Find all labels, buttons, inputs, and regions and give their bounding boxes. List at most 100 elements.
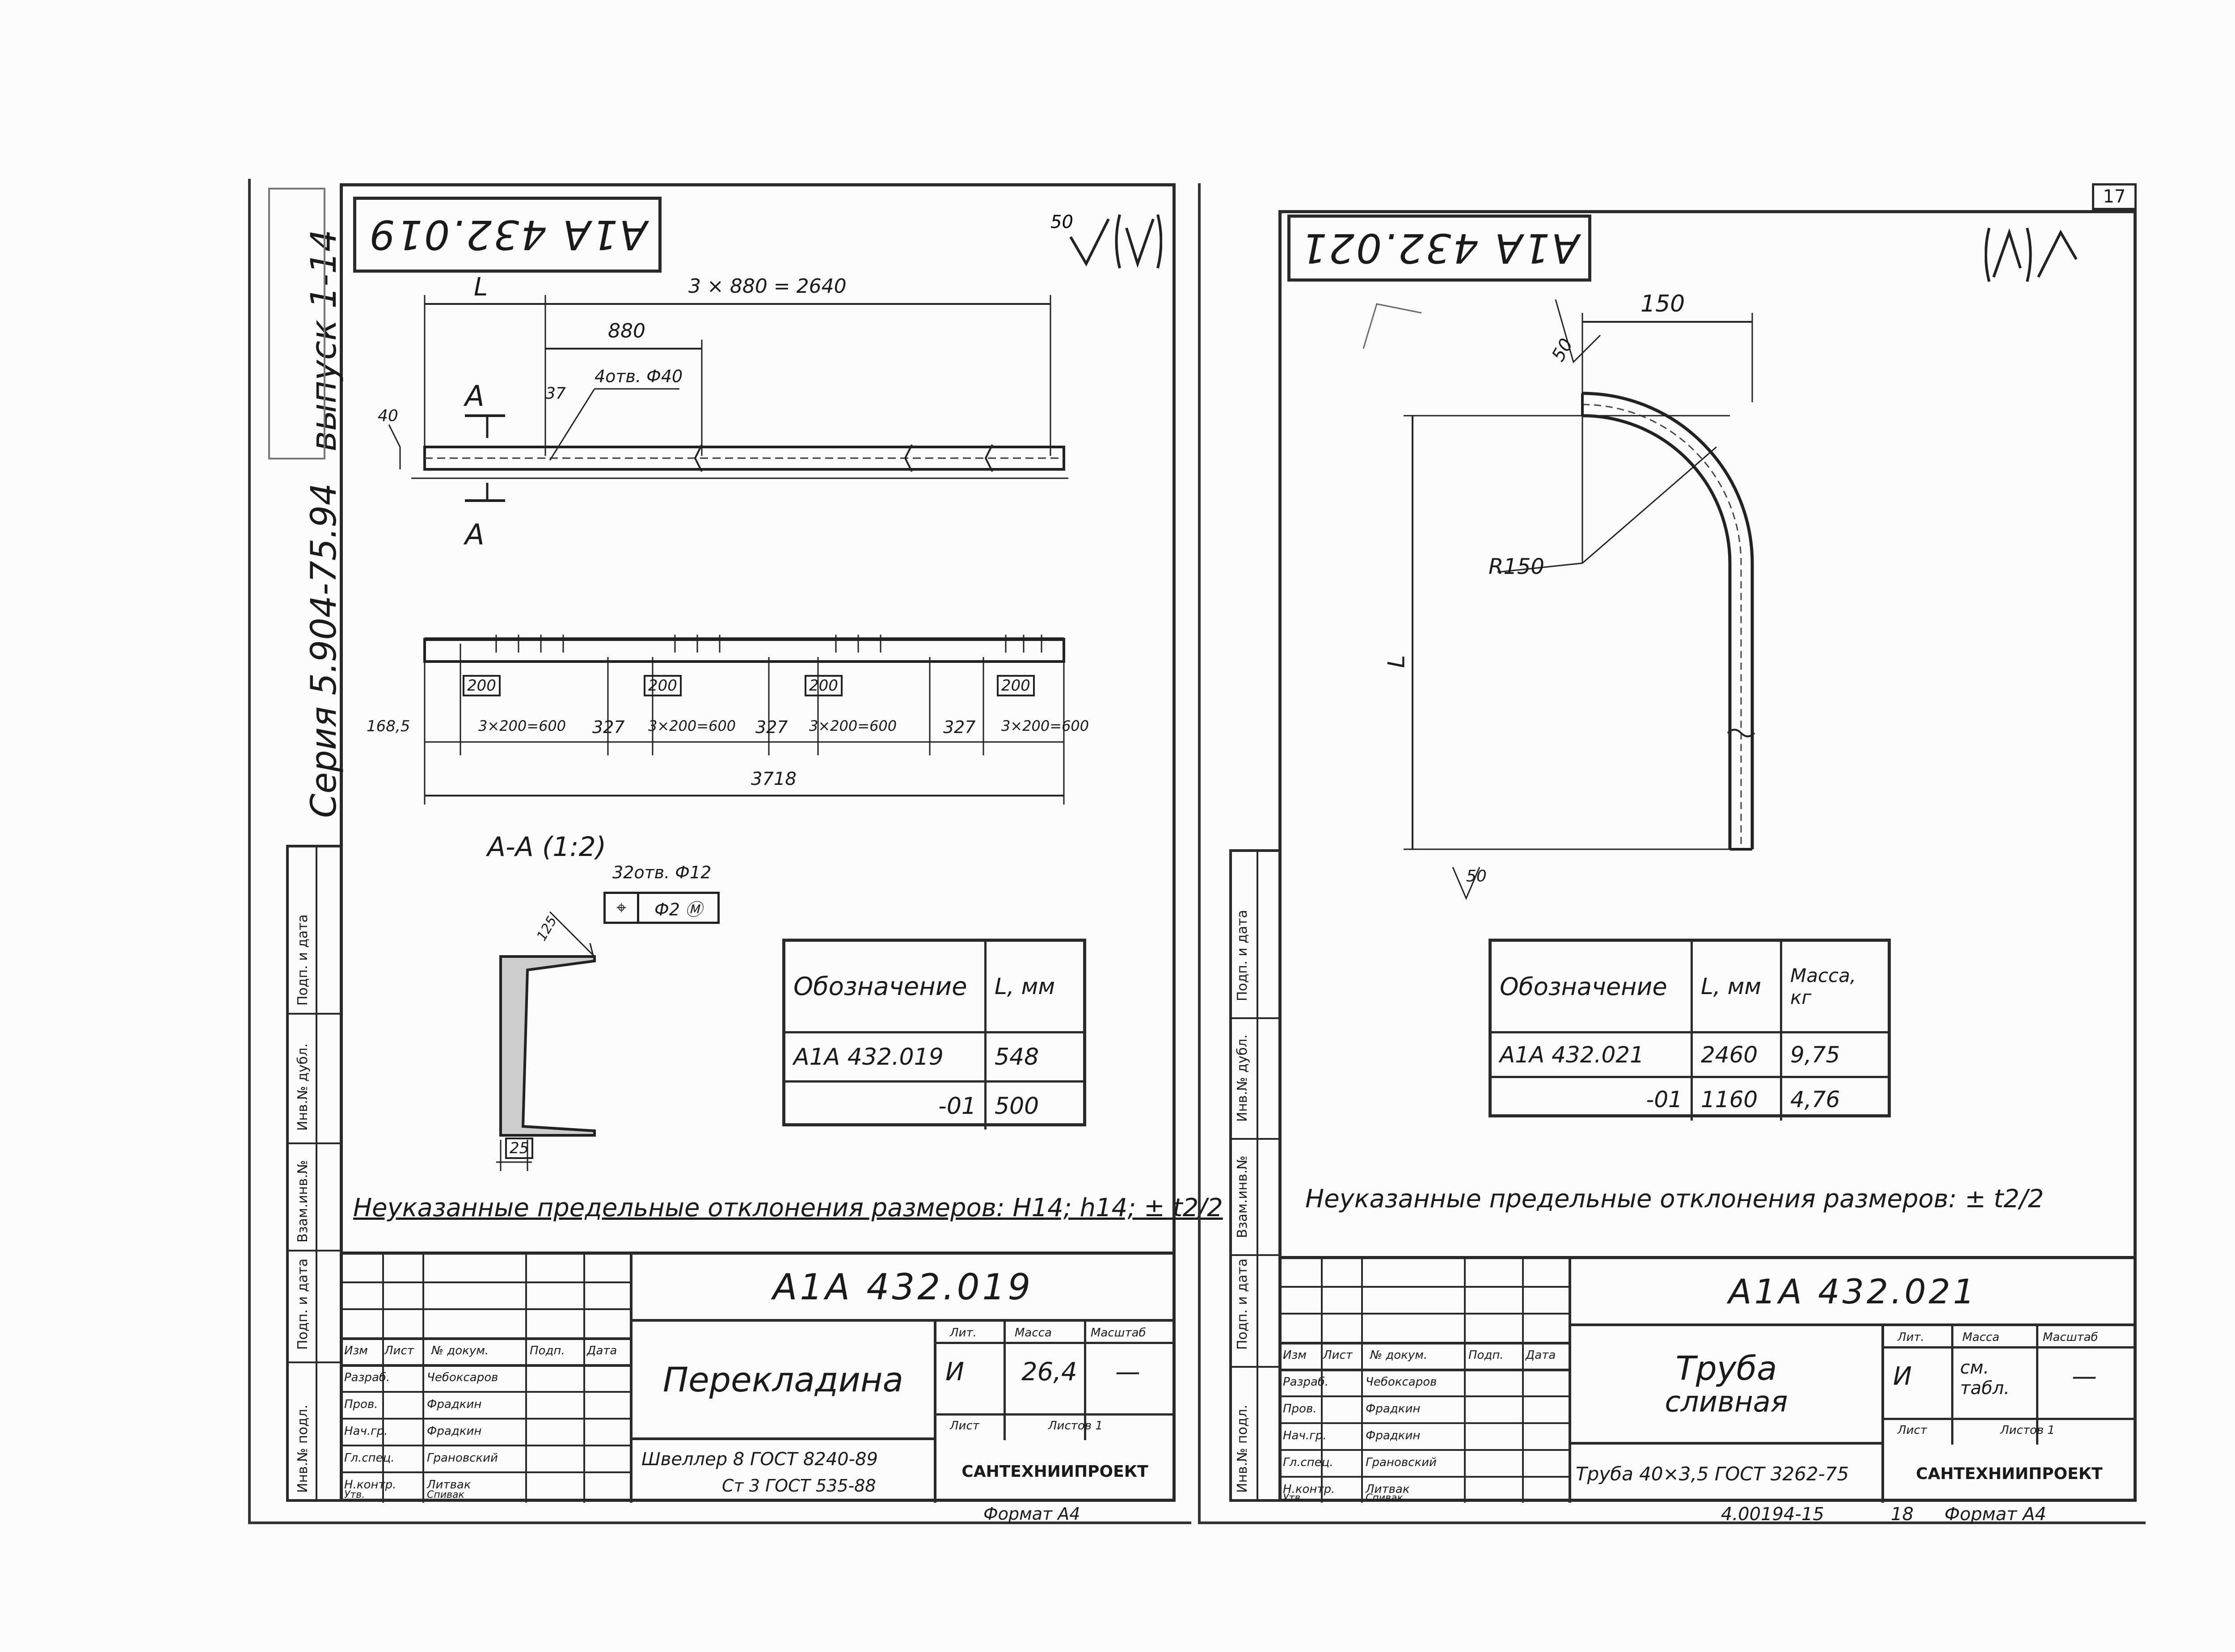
roughness-value: 50 [1050,212,1073,232]
scale-label: Масштаб [1091,1326,1146,1340]
left-code-text: А1А 432.019 [367,211,647,258]
left-drawing-frame [340,183,1176,1502]
table-cell: 2460 [1693,1033,1782,1076]
right-stamp-designation: А1А 432.021 [1728,1271,1978,1311]
left-stamp-designation: А1А 432.019 [772,1266,1033,1308]
stamp-col-list: Лист [384,1344,414,1357]
table-cell: 4,76 [1790,1086,1840,1113]
side-label-5: Инв.№ подл. [1235,1404,1250,1493]
roughness-symbol-right [1985,228,2078,282]
mass-label: Масса [1962,1331,1999,1344]
lit-label: Лит. [1898,1331,1924,1344]
table-cell: 548 [995,1043,1039,1070]
dim-150: 150 [1640,291,1685,317]
page-number: 17 [2103,186,2126,207]
dim-seg-3: 3×200=600 [809,717,897,734]
sheets-label: Листов 1 [1048,1419,1103,1433]
left-code-box: А1А 432.019 [353,197,662,273]
channel-section [496,911,596,1171]
stamp-role: Гл.спец. [344,1451,395,1465]
table-cell: -01 [785,1083,987,1129]
stamp-col-izm: Изм [344,1344,368,1357]
dim-3x880: 3 × 880 = 2640 [688,275,847,298]
table-row: -01 500 [785,1083,1083,1129]
lit-label: Лит. [950,1326,977,1340]
left-spec-table: Обозначение L, мм А1А 432.019 548 -01 50… [782,939,1086,1129]
scale-value: — [2072,1362,2097,1391]
right-format-label: Формат А4 [1944,1504,2046,1525]
material-line-2: Ст 3 ГОСТ 535-88 [722,1476,876,1496]
side-label-5: Инв.№ подл. [295,1404,311,1493]
series-label: Серия 5.904-75.94 [304,483,344,818]
stamp-role: Н.контр. [344,1478,396,1492]
archive-stamp [268,188,325,459]
right-tolerance-note: Неуказанные предельные отклонения размер… [1305,1184,2044,1214]
stamp-name: Чебоксаров [427,1371,498,1384]
left-side-column [286,845,340,1502]
stamp-role: Гл.спец. [1283,1456,1333,1469]
mass-label: Масса [1015,1326,1052,1340]
table-row: А1А 432.021 2460 9,75 [1492,1033,1888,1078]
dim-327-3: 327 [943,717,976,737]
dim-37: 37 [545,384,566,403]
stamp-name: Фрадкин [427,1398,482,1411]
stamp-name: Литвак [1366,1483,1410,1496]
left-title-block: Изм Лист № докум. Подп. Дата Разраб. Про… [342,1252,1173,1503]
roughness-50-bottom: 50 [1466,867,1487,885]
stamp-name: Фрадкин [427,1424,482,1438]
footer-page: 18 [1891,1504,1914,1525]
right-code-text: А1А 432.021 [1299,224,1579,272]
table-header-length: L, мм [995,974,1055,999]
stamp-name: Грановский [427,1451,498,1465]
side-label-2: Инв.№ дубл. [1235,1034,1250,1122]
left-org-name: САНТЕХНИИПРОЕКТ [961,1462,1148,1481]
dim-seg-1: 3×200=600 [478,717,566,734]
stamp-role: Разраб. [344,1371,390,1384]
boxed-200-2: 200 [644,675,682,696]
stamp-col-doc: № докум. [1370,1349,1428,1362]
boxed-200-4: 200 [997,675,1035,696]
footer-code: 4.00194-15 [1721,1504,1824,1525]
stamp-name: Фрадкин [1366,1429,1421,1442]
stamp-name: Спивак [1366,1492,1403,1504]
dim-seg-2: 3×200=600 [648,717,736,734]
table-cell: А1А 432.021 [1492,1033,1693,1076]
sheet-label: Лист [950,1419,979,1433]
sheets-label: Листов 1 [2000,1424,2055,1437]
scale-label: Масштаб [2043,1331,2098,1344]
stamp-role: Утв. [344,1489,365,1500]
side-label-3: Взам.инв.№ [1235,1155,1250,1238]
sheet-label: Лист [1898,1424,1927,1437]
boxed-200-3: 200 [805,675,843,696]
stamp-role: Пров. [344,1398,378,1411]
mass-value: 26,4 [1021,1357,1077,1386]
right-stamp-part-name-1: Труба [1675,1349,1777,1388]
stamp-name: Литвак [427,1478,471,1492]
stamp-col-izm: Изм [1283,1349,1307,1362]
stamp-role: Пров. [1283,1402,1317,1416]
stamp-role: Утв. [1283,1492,1304,1504]
section-title: А-А (1:2) [487,831,607,863]
boxed-200-1: 200 [463,675,501,696]
right-sheet-edge [1198,183,2146,1524]
side-label-4: Подп. и дата [1235,1258,1250,1350]
side-label-2: Инв.№ дубл. [295,1043,311,1131]
right-drawing-frame [1278,210,2137,1502]
table-header-length: L, мм [1693,942,1782,1031]
dim-l-right: L [1383,655,1410,668]
stamp-role: Разраб. [1283,1375,1329,1389]
right-org-name: САНТЕХНИИПРОЕКТ [1916,1464,2103,1483]
table-cell: 1160 [1693,1078,1782,1121]
side-label-1: Подп. и дата [295,914,311,1006]
roughness-symbol-left: 50 [1050,212,1162,269]
material-line-1: Швеллер 8 ГОСТ 8240-89 [641,1449,878,1470]
dim-880: 880 [608,320,645,342]
section-holes: 32отв. Ф12 [612,863,712,882]
right-material: Труба 40×3,5 ГОСТ 3262-75 [1576,1462,1849,1485]
table-cell: 500 [995,1092,1039,1120]
stamp-name: Спивак [427,1489,464,1500]
dim-327-2: 327 [755,717,788,737]
left-format-label: Формат А4 [983,1504,1080,1524]
stamp-col-sign: Подп. [530,1344,565,1357]
tolerance-frame: ⌖ Ф2 Ⓜ [603,892,720,924]
